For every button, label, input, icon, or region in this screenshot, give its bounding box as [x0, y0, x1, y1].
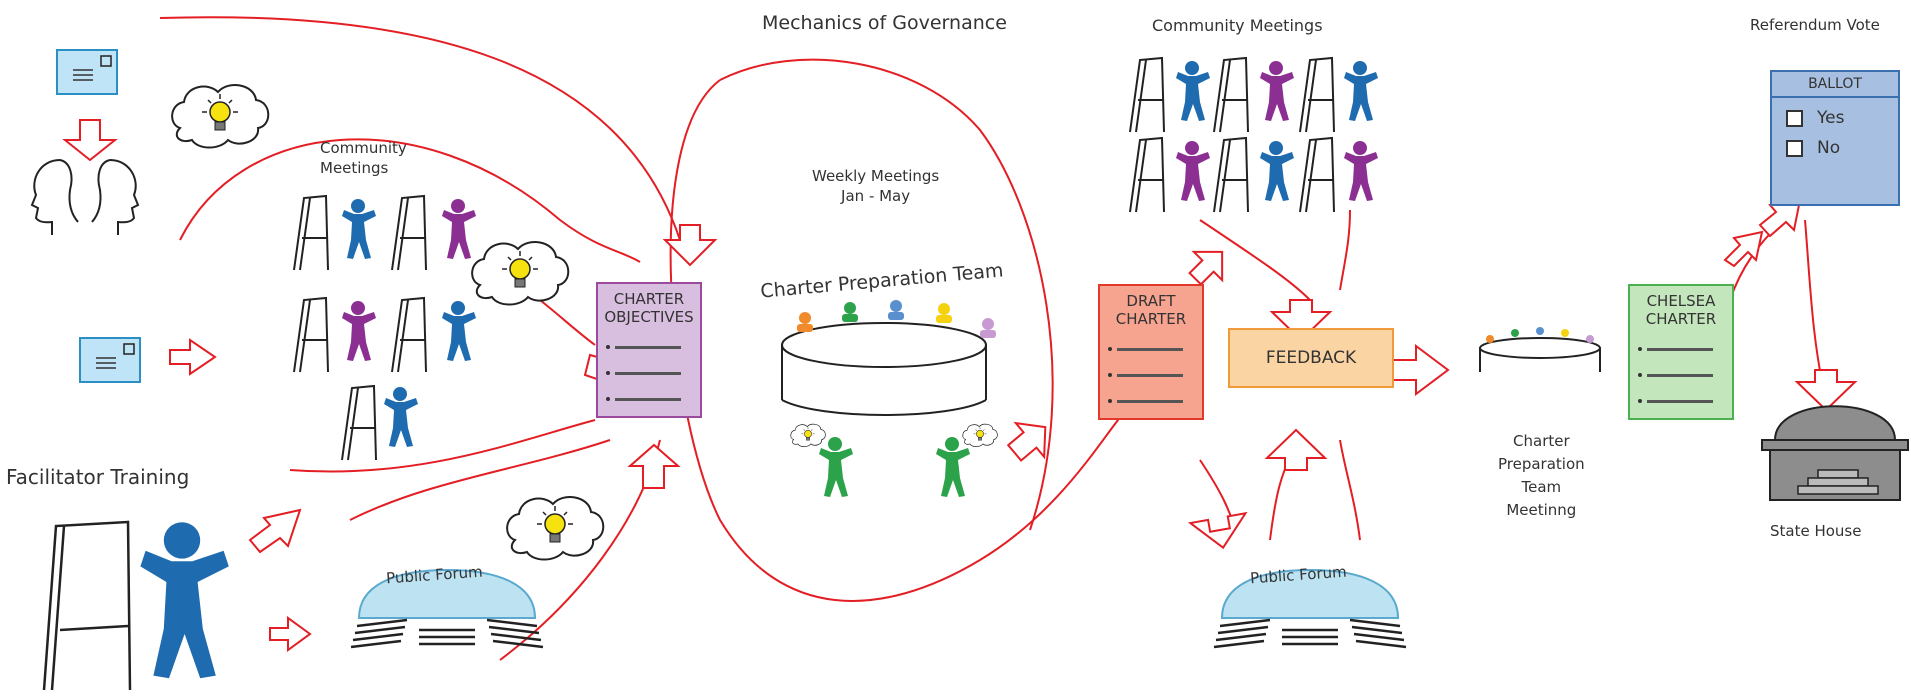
envelope-icon — [56, 49, 118, 95]
feedback-box: FEEDBACK — [1228, 328, 1394, 388]
easel-icon — [1299, 137, 1335, 213]
person-green-icon — [819, 437, 853, 497]
conversation-faces-icon — [30, 159, 140, 235]
easel-icon — [391, 297, 427, 373]
person-purple-icon — [342, 301, 376, 361]
ballot-box: BALLOT Yes No — [1770, 70, 1900, 206]
prep-team-meeting-label: Charter Preparation Team Meetinng — [1498, 432, 1585, 519]
block-arrows — [62, 119, 1858, 652]
person-blue-icon — [442, 301, 476, 361]
weekly-meetings-label: Weekly Meetings Jan - May — [812, 167, 940, 205]
chelsea-charter-box: CHELSEA CHARTER — [1628, 284, 1734, 420]
person-blue-icon — [384, 387, 418, 447]
checkbox-icon — [1786, 139, 1803, 157]
referendum-vote-label: Referendum Vote — [1750, 16, 1880, 34]
easel-icon — [1129, 137, 1165, 213]
idea-cloud-icon — [962, 423, 998, 447]
checkbox-icon — [1786, 109, 1803, 127]
chelsea-charter-title: CHELSEA CHARTER — [1645, 292, 1717, 328]
person-purple-icon — [442, 199, 476, 259]
person-purple-icon — [1176, 141, 1210, 201]
ballot-option-no: No — [1786, 138, 1898, 158]
community-meetings-right-label: Community Meetings — [1152, 16, 1323, 35]
facilitator-figure-icon — [140, 522, 229, 679]
bullet-list — [606, 334, 700, 412]
flow-lines — [159, 16, 1826, 661]
person-blue-icon — [1344, 61, 1378, 121]
easel-icon — [293, 297, 329, 373]
facilitator-training-label: Facilitator Training — [6, 465, 190, 489]
ballot-title: BALLOT — [1772, 72, 1898, 98]
charter-prep-team-table — [781, 300, 996, 416]
state-house-label: State House — [1770, 522, 1862, 540]
state-house-icon — [1761, 405, 1909, 501]
easel-icon — [293, 195, 329, 271]
easel-icon — [341, 385, 377, 461]
charter-objectives-title: CHARTER OBJECTIVES — [604, 290, 694, 326]
diagram-title: Mechanics of Governance — [762, 12, 1007, 34]
draft-charter-title: DRAFT CHARTER — [1115, 292, 1187, 328]
ballot-option-no-label: No — [1817, 138, 1841, 158]
bullet-list — [1638, 336, 1732, 414]
feedback-title: FEEDBACK — [1265, 348, 1357, 368]
easel-icon — [391, 195, 427, 271]
bullet-list — [1108, 336, 1202, 414]
person-blue-icon — [342, 199, 376, 259]
idea-cloud-icon — [790, 423, 826, 447]
person-blue-icon — [1176, 61, 1210, 121]
facilitator-easel-icon — [42, 520, 132, 691]
easel-icon — [1129, 57, 1165, 133]
easel-icon — [1213, 57, 1249, 133]
person-purple-icon — [1260, 61, 1294, 121]
community-meetings-left-label: Community Meetings — [320, 139, 407, 177]
prep-team-meeting-table — [1479, 327, 1601, 372]
person-blue-icon — [1260, 141, 1294, 201]
idea-cloud-icon — [171, 84, 270, 149]
envelope-icon — [79, 337, 141, 383]
easel-icon — [1299, 57, 1335, 133]
idea-cloud-icon — [506, 496, 605, 561]
person-green-icon — [936, 437, 970, 497]
ballot-option-yes-label: Yes — [1817, 108, 1845, 128]
charter-objectives-box: CHARTER OBJECTIVES — [596, 282, 702, 418]
easel-icon — [1213, 137, 1249, 213]
idea-cloud-icon — [471, 241, 570, 306]
ballot-option-yes: Yes — [1786, 108, 1898, 128]
draft-charter-box: DRAFT CHARTER — [1098, 284, 1204, 420]
person-purple-icon — [1344, 141, 1378, 201]
